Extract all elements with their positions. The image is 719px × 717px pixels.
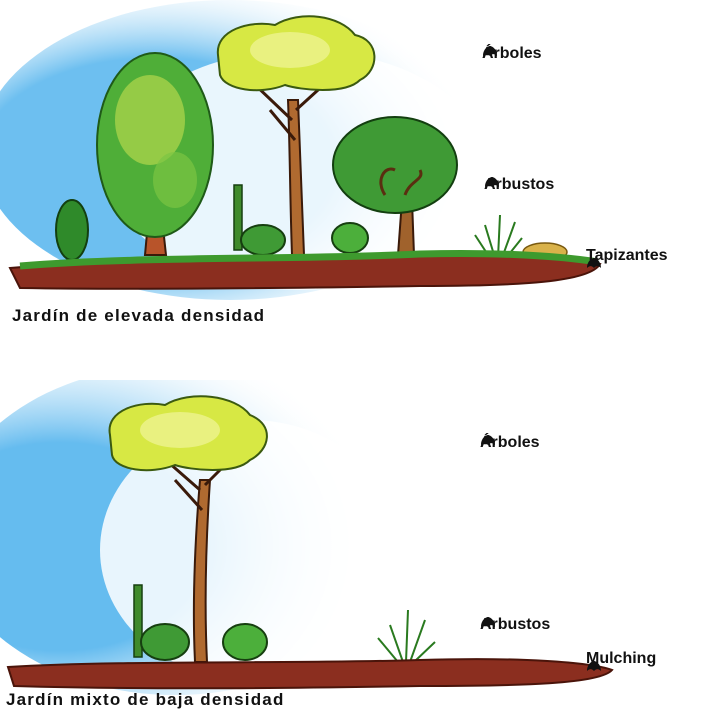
label-trees-1: Árboles — [482, 45, 542, 63]
leaf-bullet-icon — [481, 617, 495, 627]
low-density-garden-illustration — [0, 380, 614, 695]
label-text: Arbustos — [480, 616, 551, 633]
tall-tree-middle — [216, 15, 376, 256]
leaf-bullet-icon — [481, 435, 495, 445]
leaf-bullet-icon — [483, 46, 497, 56]
large-tree-left — [96, 52, 214, 256]
label-shrubs-2: Arbustos — [480, 616, 550, 634]
caption-low-density: Jardín mixto de baja densidad — [6, 690, 285, 709]
shrub-cluster-1 — [240, 224, 286, 256]
caption-high-density: Jardín de elevada densidad — [12, 306, 266, 325]
grass-tuft — [377, 609, 436, 663]
label-ground-2: Mulching — [586, 650, 657, 671]
label-text: Arbustos — [484, 176, 555, 193]
label-text: Tapizantes — [586, 247, 668, 264]
label-ground-1: Tapizantes — [586, 247, 668, 268]
label-text: Mulching — [586, 650, 657, 667]
leaf-bullet-icon — [587, 661, 601, 671]
label-text: Árboles — [480, 434, 540, 451]
label-trees-2: Árboles — [480, 434, 540, 452]
shrub-cluster-2 — [331, 222, 369, 254]
leaf-bullet-icon — [485, 177, 499, 187]
label-text: Árboles — [482, 45, 542, 62]
low-density-garden-scene: Árboles Arbustos Mulching Jardín mixto d… — [0, 380, 719, 717]
grass-tuft — [474, 214, 523, 259]
leaf-bullet-icon — [587, 258, 601, 268]
small-conifer-left — [55, 199, 89, 261]
round-tree-right — [332, 116, 458, 256]
soil-strip — [6, 658, 614, 690]
tall-tree — [108, 395, 268, 663]
label-shrubs-1: Arbustos — [484, 176, 554, 194]
shrub-2 — [222, 623, 268, 661]
shrub-1 — [140, 623, 190, 661]
high-density-garden-scene: Árboles Arbustos Tapizantes Jardín de el… — [0, 0, 719, 325]
high-density-garden-illustration — [0, 0, 602, 300]
